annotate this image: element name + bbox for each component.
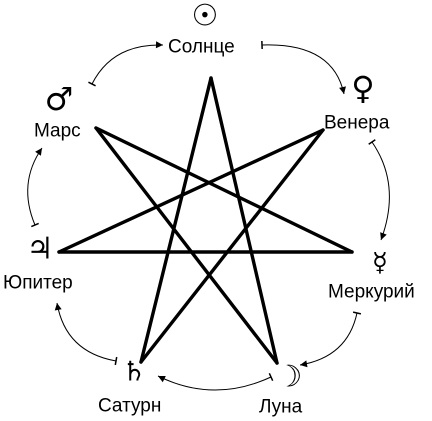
orbit-arrowhead-moon [300, 360, 308, 368]
planet-label-saturn: Сатурн [98, 396, 161, 417]
orbit-arc-venus-to-mercury [371, 141, 390, 241]
orbit-arrowhead-mercury [380, 232, 387, 240]
orbit-tick-saturn [114, 356, 118, 366]
planet-label-sun: Солнце [168, 37, 235, 58]
heptagram-edge-venus-jupiter [57, 128, 325, 254]
planet-label-jupiter: Юпитер [3, 273, 73, 294]
heptagram-edge-sun-saturn [139, 76, 213, 364]
orbit-arc-moon-to-saturn [157, 375, 272, 391]
orbit-tick-jupiter [31, 222, 39, 228]
orbit-arrowhead-jupiter [54, 303, 62, 311]
moon-symbol-icon: ☽ [276, 360, 303, 395]
heptagram-edge-saturn-venus [139, 128, 325, 364]
orbit-tick-mars [88, 81, 96, 87]
heptagram-edge-mercury-mars [94, 126, 354, 254]
orbit-arc-sun-to-venus [261, 44, 345, 95]
mercury-symbol-icon: ☿ [372, 248, 388, 278]
mars-symbol-icon: ♂ [45, 80, 74, 118]
orbit-arrowhead-venus [339, 86, 346, 94]
planet-label-moon: Луна [259, 397, 303, 418]
orbit-arc-jupiter-to-mars [27, 147, 43, 226]
orbit-tick-mercury [352, 311, 362, 315]
sun-symbol-icon: ☉ [192, 0, 219, 34]
venus-symbol-icon: ♀ [351, 69, 374, 107]
planet-label-mercury: Меркурий [328, 282, 415, 303]
heptagram-star [57, 76, 354, 365]
orbit-tick-venus [368, 139, 376, 145]
orbit-arc-mercury-to-moon [299, 312, 358, 366]
heptagram-edge-moon-sun [209, 76, 279, 365]
jupiter-symbol-icon: ♃ [27, 232, 54, 267]
orbit-arrowhead-sun [155, 41, 163, 49]
orbit-arrows [27, 40, 390, 391]
planet-label-venus: Венера [324, 113, 390, 134]
orbit-arc-saturn-to-jupiter [56, 302, 117, 362]
planet-label-mars: Марс [34, 121, 81, 142]
heptagram-edge-mars-moon [94, 126, 279, 365]
orbit-arrowhead-saturn [158, 375, 166, 383]
orbit-arc-mars-to-sun [91, 44, 164, 85]
saturn-symbol-icon: ♄ [122, 357, 146, 388]
orbit-tick-moon [268, 373, 274, 381]
orbit-arrowhead-mars [35, 148, 42, 156]
